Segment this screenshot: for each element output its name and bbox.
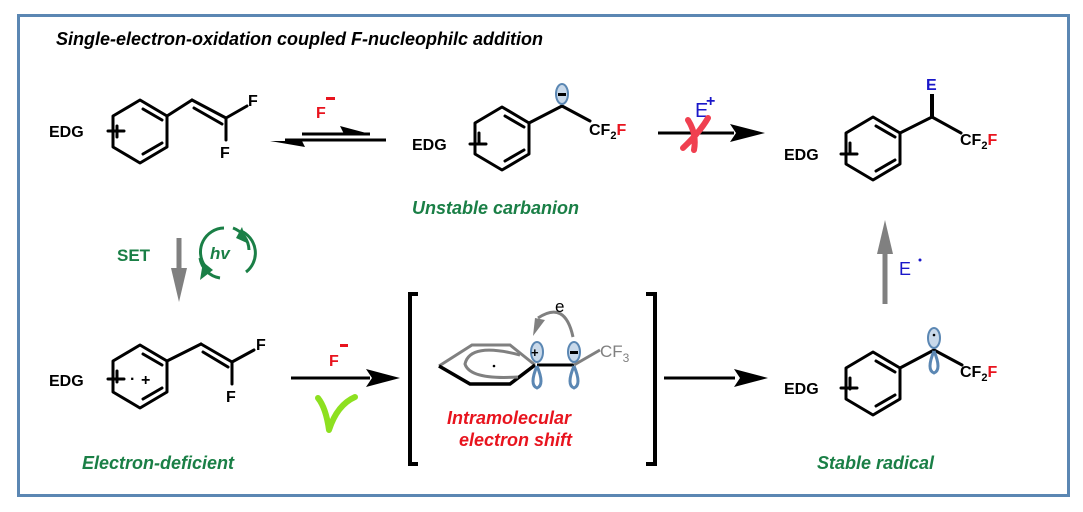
electron-shift-label: electron shift [459,430,573,450]
set-step: SET hv [117,226,257,302]
check-mark-icon [315,394,358,433]
set-label: SET [117,246,151,265]
fluorine-label: F [256,337,266,354]
intermediate-bracket: CF3 + e Intramolecular electron shift [408,292,657,466]
radical-trapping-arrow: E [877,220,922,304]
benzene-ring [844,115,902,182]
benzene-ring [111,343,169,410]
cf3-group: CF3 [600,342,630,365]
minus-charge [558,93,566,96]
radical-reagent: E [899,259,911,279]
intramolecular-label: Intramolecular [447,408,572,428]
unstable-carbanion-label: Unstable carbanion [412,198,579,218]
scheme-frame [17,14,1070,497]
hv-label: hv [210,244,231,263]
benzene-ring [473,105,531,172]
edg-label: EDG [49,373,84,390]
electrophile-reagent: E [695,100,708,122]
minus-charge [326,97,335,100]
electron-deficient-label: Electron-deficient [82,453,235,473]
fluoride-addition-arrow: F [291,344,400,433]
plus-charge: + [141,372,150,389]
edg-label: EDG [412,137,447,154]
cf2-group: CF2F [589,122,626,142]
fluorine-label: F [220,145,230,162]
radical-dot [932,333,936,337]
edg-label: EDG [49,124,84,141]
minus-charge [340,344,348,347]
radical-dot [492,364,496,368]
fluoride-reagent: F [316,105,326,122]
fluoride-reagent: F [329,353,339,370]
minus-charge [570,351,578,354]
carbanion: EDG CF2F Unstable carbanion [412,83,626,218]
stable-radical: EDG CF2F Stable radical [784,327,997,473]
product: E EDG CF2F [784,77,997,182]
cross-mark-icon [680,115,711,153]
scheme-title: Single-electron-oxidation coupled F-nucl… [56,29,543,49]
radical-cation: EDG · + F F Electron-deficient [49,337,266,473]
stable-radical-label: Stable radical [817,453,935,473]
photocatalyst-cycle-icon: hv [198,226,257,280]
benzene-ring [844,350,902,417]
electron-shift-arrow [537,310,575,338]
p-orbital [927,327,941,349]
difluorostyrene: EDG F F [49,93,258,165]
blocked-electrophile-arrow: E + [658,93,765,153]
edg-label: EDG [784,381,819,398]
electron-label: e [555,297,564,316]
electrophile-atom: E [926,77,937,94]
perspective-benzene [438,343,537,386]
cf2-group: CF2F [960,132,997,152]
edg-label: EDG [784,147,819,164]
p-orbital-cation [530,341,544,363]
equilibrium-arrows: F [270,97,386,147]
plus-charge: + [706,93,715,110]
radical-dot: · [130,371,135,388]
fluorine-label: F [248,93,258,110]
plus-charge: + [531,345,539,360]
cf2-group: CF2F [960,364,997,384]
fluorine-label: F [226,389,236,406]
radical-dot [918,258,922,262]
